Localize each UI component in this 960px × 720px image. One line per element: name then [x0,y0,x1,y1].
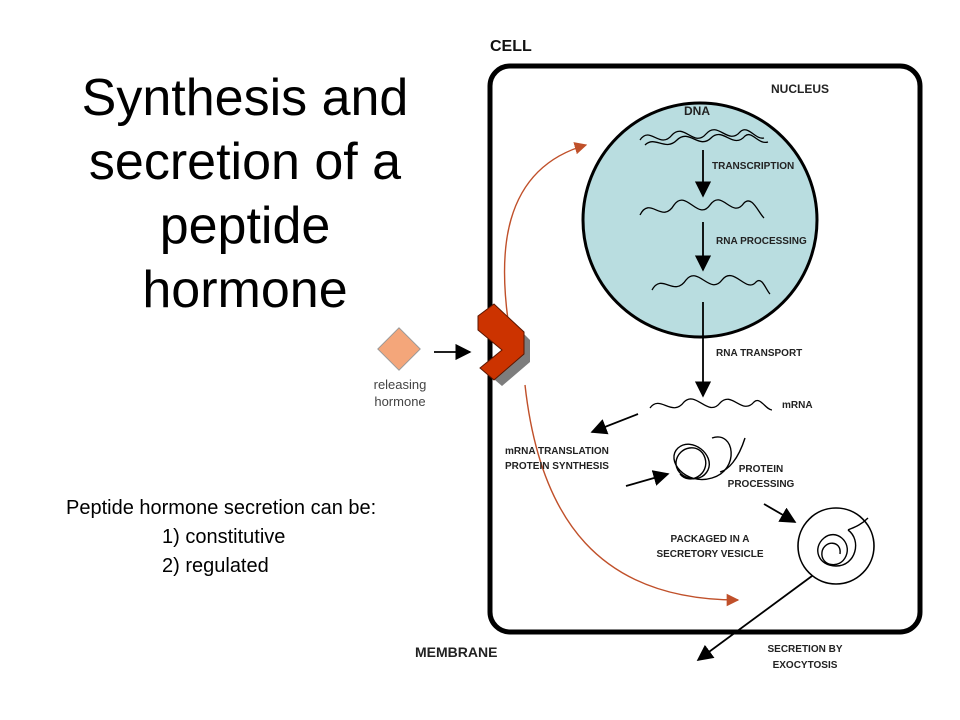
rna-transport-label: RNA TRANSPORT [716,348,803,359]
protein-processing-line-1: PROTEIN [738,464,784,475]
releasing-hormone [377,327,421,371]
protein-tail [719,437,746,473]
releasing-hormone-label: releasing hormone [355,376,445,410]
page-title: Synthesis and secretion of a peptide hor… [40,66,450,322]
vesicle-arrow [763,503,797,523]
secretion-line-2: EXOCYTOSIS [772,660,838,671]
secretory-vesicle [797,507,875,585]
packaged-line-2: SECRETORY VESICLE [656,549,764,560]
exocytosis-arrow [696,575,813,661]
signal-path-to-secretion [524,384,740,607]
transcription-label: TRANSCRIPTION [712,161,795,172]
secretion-heading: Peptide hormone secretion can be: [66,497,377,519]
releasing-line-1: releasing [373,377,427,392]
membrane-label: MEMBRANE [415,644,498,660]
protein-squiggle [673,436,732,481]
packaged-line-1: PACKAGED IN A [670,534,750,545]
cell-membrane [487,63,923,635]
mrna-strand [649,398,773,411]
mrna-label: mRNA [782,400,813,411]
title-line-4: hormone [142,261,348,319]
vesicle-protein [817,529,857,567]
secretion-line-1: SECRETION BY [767,644,843,655]
rna-processing-label: RNA PROCESSING [716,236,807,247]
secretion-item-constitutive: 1) constitutive [162,526,286,548]
translation-label-line-1: mRNA TRANSLATION [505,446,609,457]
signal-path-to-nucleus [503,142,588,321]
vesicle-tail [847,517,869,531]
protein-processing-label: PROTEIN PROCESSING [716,462,806,492]
nucleus-label: NUCLEUS [771,82,830,96]
dna-strand [639,129,765,141]
processed-rna-strand [651,274,771,295]
secretion-label: SECRETION BY EXOCYTOSIS [730,642,880,674]
dna-strand-2 [644,133,769,146]
title-line-2: secretion of a [88,133,402,191]
title-line-3: peptide [159,197,331,255]
title-line-1: Synthesis and [81,69,409,127]
cell-label: CELL [490,38,532,55]
nucleus [581,101,819,339]
membrane-receptor [477,303,525,381]
translation-arrow [590,413,639,435]
protein-synthesis-arrow [625,470,670,487]
pre-mrna-strand [639,199,765,219]
releasing-line-2: hormone [374,394,426,409]
translation-label: mRNA TRANSLATION PROTEIN SYNTHESIS [505,444,609,474]
translation-label-line-2: PROTEIN SYNTHESIS [505,461,609,472]
protein-processing-line-2: PROCESSING [727,479,795,490]
secretion-item-regulated: 2) regulated [162,555,269,577]
packaged-label: PACKAGED IN A SECRETORY VESICLE [640,532,780,562]
dna-label: DNA [684,104,710,118]
